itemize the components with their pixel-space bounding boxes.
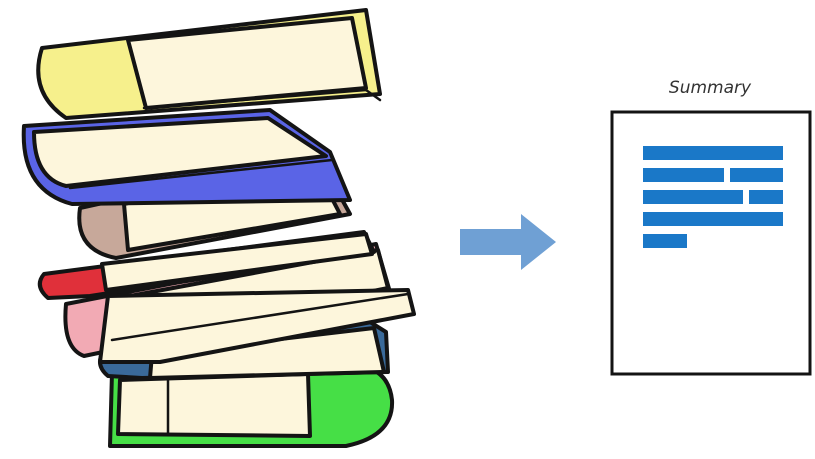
- document-text-lines: [643, 146, 783, 248]
- book-stack-icon: [21, 8, 416, 448]
- right-arrow-icon: [460, 214, 556, 270]
- summary-title: Summary: [669, 78, 752, 98]
- text-line-3a: [643, 190, 743, 204]
- summary-document-icon: [610, 110, 812, 376]
- text-line-4: [643, 212, 783, 226]
- text-line-2a: [643, 168, 724, 182]
- red-book: [37, 230, 376, 300]
- text-line-5: [643, 234, 687, 248]
- blue-book: [21, 108, 352, 206]
- text-line-2b: [730, 168, 783, 182]
- long-book: [98, 288, 416, 364]
- text-line-3b: [749, 190, 783, 204]
- text-line-1: [643, 146, 783, 160]
- yellow-book: [36, 8, 382, 120]
